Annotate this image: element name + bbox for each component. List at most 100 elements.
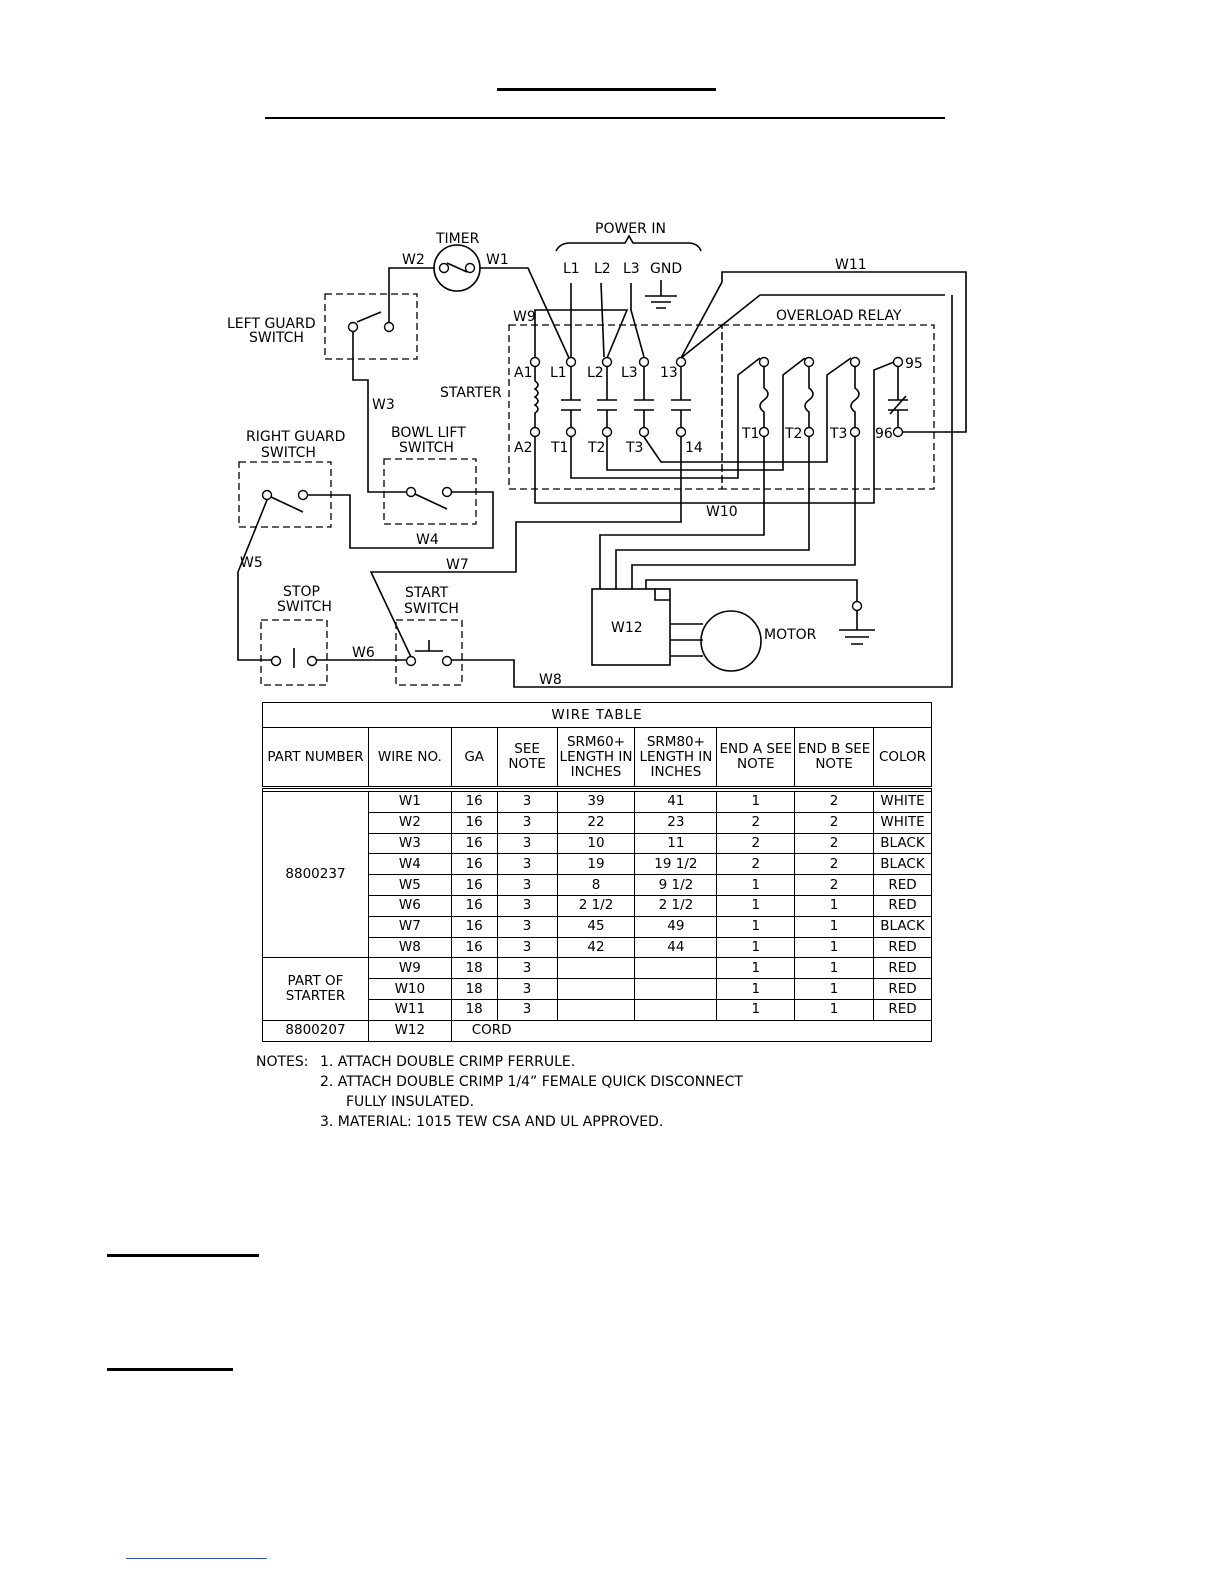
overload-relay-label: OVERLOAD RELAY: [776, 308, 902, 324]
ground-icon: [645, 280, 677, 309]
wire-label-w10: W10: [706, 504, 738, 520]
note-2: 2. ATTACH DOUBLE CRIMP 1/4” FEMALE QUICK…: [320, 1074, 743, 1090]
power-terminal-l3: L3: [623, 261, 640, 277]
table-cell: 2: [716, 832, 796, 855]
table-cell: 2 1/2: [634, 894, 718, 917]
table-cell: W11: [367, 998, 452, 1021]
power-terminal-l1: L1: [563, 261, 580, 277]
overload-terminal-t2: T2: [784, 426, 802, 442]
table-cell: W8: [367, 936, 452, 959]
wire-label-w6: W6: [352, 645, 375, 661]
starter-terminal-l3: L3: [621, 365, 638, 381]
stop-switch-label-1: STOP: [283, 584, 320, 600]
table-cell: 2: [716, 853, 796, 876]
table-cell: WHITE: [872, 811, 933, 834]
part-number-cell: 8800207: [262, 1019, 369, 1042]
table-cell: 8: [556, 874, 636, 896]
table-cell: 1: [794, 894, 874, 917]
table-cell: 1: [716, 874, 796, 896]
table-cell: 3: [496, 978, 558, 1000]
table-cell: 45: [556, 915, 636, 938]
table-cell: RED: [872, 998, 933, 1021]
start-switch-label-1: START: [405, 585, 449, 601]
header-end-b: END B SEE NOTE: [794, 727, 874, 788]
starter-terminal-t1: T1: [550, 440, 568, 456]
stop-switch-box: [260, 619, 328, 686]
starter-box: [508, 324, 723, 490]
starter-terminal-t2: T2: [587, 440, 605, 456]
wire-table-title: WIRE TABLE: [262, 702, 932, 728]
table-cell: 18: [450, 957, 498, 980]
table-cell: W4: [367, 853, 452, 876]
bowl-lift-switch-label-2: SWITCH: [399, 440, 454, 456]
header-color: COLOR: [872, 727, 933, 788]
table-cell: 1: [716, 957, 796, 980]
start-switch-label-2: SWITCH: [404, 601, 459, 617]
note-1: 1. ATTACH DOUBLE CRIMP FERRULE.: [320, 1054, 576, 1070]
table-cell: W9: [367, 957, 452, 980]
header-see-note: SEE NOTE: [496, 727, 558, 788]
table-cell: BLACK: [872, 853, 933, 876]
table-cell: WHITE: [872, 791, 933, 813]
table-cell: 19 1/2: [634, 853, 718, 876]
wire-label-w7: W7: [446, 557, 469, 573]
table-cell: 1: [716, 894, 796, 917]
motor-junction-box: [591, 588, 671, 666]
table-cell: 3: [496, 811, 558, 834]
table-cell: 16: [450, 874, 498, 896]
section-rule-1: [107, 1254, 259, 1257]
table-cell: [556, 998, 636, 1021]
table-cell: 3: [496, 915, 558, 938]
table-cell: 41: [634, 791, 718, 813]
table-cell: RED: [872, 936, 933, 959]
notes-block: NOTES: 1. ATTACH DOUBLE CRIMP FERRULE. 2…: [256, 1052, 743, 1132]
table-cell: [634, 998, 718, 1021]
overload-relay-box: [721, 324, 935, 490]
wire-label-w1: W1: [486, 252, 509, 268]
wire-label-w3: W3: [372, 397, 395, 413]
right-guard-switch-label-1: RIGHT GUARD: [246, 429, 345, 445]
table-cell: 16: [450, 894, 498, 917]
table-cell: 3: [496, 957, 558, 980]
table-cell: 1: [716, 936, 796, 959]
table-cell: 42: [556, 936, 636, 959]
overload-terminal-t3: T3: [829, 426, 847, 442]
heading-rule-short: [497, 88, 716, 91]
table-cell: 39: [556, 791, 636, 813]
part-number-cell: 8800237: [262, 790, 369, 959]
table-cell: 49: [634, 915, 718, 938]
timer-label: TIMER: [435, 231, 480, 247]
starter-terminal-14: 14: [685, 440, 703, 456]
table-cell: 16: [450, 811, 498, 834]
table-cell: 18: [450, 998, 498, 1021]
table-cell: 11: [634, 832, 718, 855]
table-cell: 3: [496, 832, 558, 855]
table-cell: 16: [450, 915, 498, 938]
table-cell: 9 1/2: [634, 874, 718, 896]
table-cell: [634, 957, 718, 980]
table-cell: RED: [872, 957, 933, 980]
contactor-contacts: [561, 356, 691, 438]
table-cell: W5: [367, 874, 452, 896]
bowl-lift-switch-label-1: BOWL LIFT: [391, 425, 466, 441]
wire-label-w12: W12: [611, 620, 643, 636]
header-wire-no: WIRE NO.: [367, 727, 452, 788]
header-srm60-length: SRM60+ LENGTH IN INCHES: [556, 727, 636, 788]
left-guard-switch-box: [324, 293, 418, 360]
wire-label-w8: W8: [539, 672, 562, 688]
table-cell: W2: [367, 811, 452, 834]
table-cell: 2: [794, 853, 874, 876]
header-srm80-length: SRM80+ LENGTH IN INCHES: [634, 727, 718, 788]
table-cell: 1: [794, 998, 874, 1021]
footer-rule: [126, 1558, 267, 1559]
table-cell: 16: [450, 832, 498, 855]
table-cell: 3: [496, 853, 558, 876]
table-cell: 3: [496, 936, 558, 959]
wire-table: WIRE TABLE PART NUMBER WIRE NO. GA SEE N…: [262, 702, 933, 1042]
overload-heaters: [758, 356, 908, 438]
